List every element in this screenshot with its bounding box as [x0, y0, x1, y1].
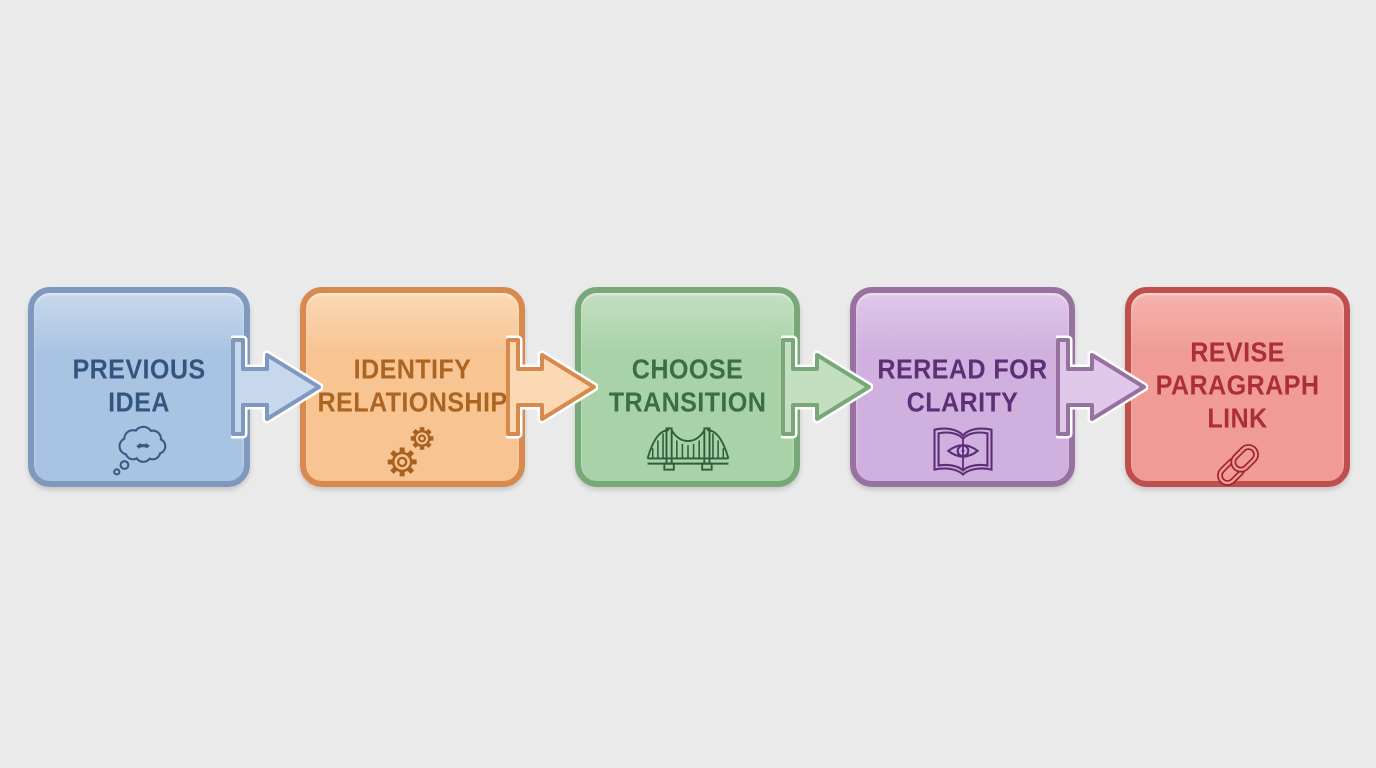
- bridge-icon: [645, 424, 731, 474]
- step-label: PREVIOUS IDEA: [72, 353, 206, 418]
- open-book-eye-icon: [927, 424, 999, 481]
- process-flow-diagram: PREVIOUS IDEA: [0, 287, 1376, 487]
- step-identify-relationship: IDENTIFY RELATIONSHIP: [300, 287, 598, 487]
- step-label: REVISE PARAGRAPH LINK: [1155, 336, 1320, 434]
- step-label: CHOOSE TRANSITION: [608, 353, 767, 418]
- step-choose-transition: CHOOSE TRANSITION: [575, 287, 873, 487]
- gears-icon: [384, 424, 442, 480]
- step-label: IDENTIFY RELATIONSHIP: [317, 353, 508, 418]
- chain-link-icon: [1213, 440, 1263, 490]
- step-revise-paragraph-link: REVISE PARAGRAPH LINK: [1125, 287, 1350, 487]
- step-previous-idea: PREVIOUS IDEA: [28, 287, 323, 487]
- step-reread-for-clarity: REREAD FOR CLARITY: [850, 287, 1148, 487]
- thought-bubble-icon: [108, 424, 170, 477]
- step-label: REREAD FOR CLARITY: [877, 353, 1048, 418]
